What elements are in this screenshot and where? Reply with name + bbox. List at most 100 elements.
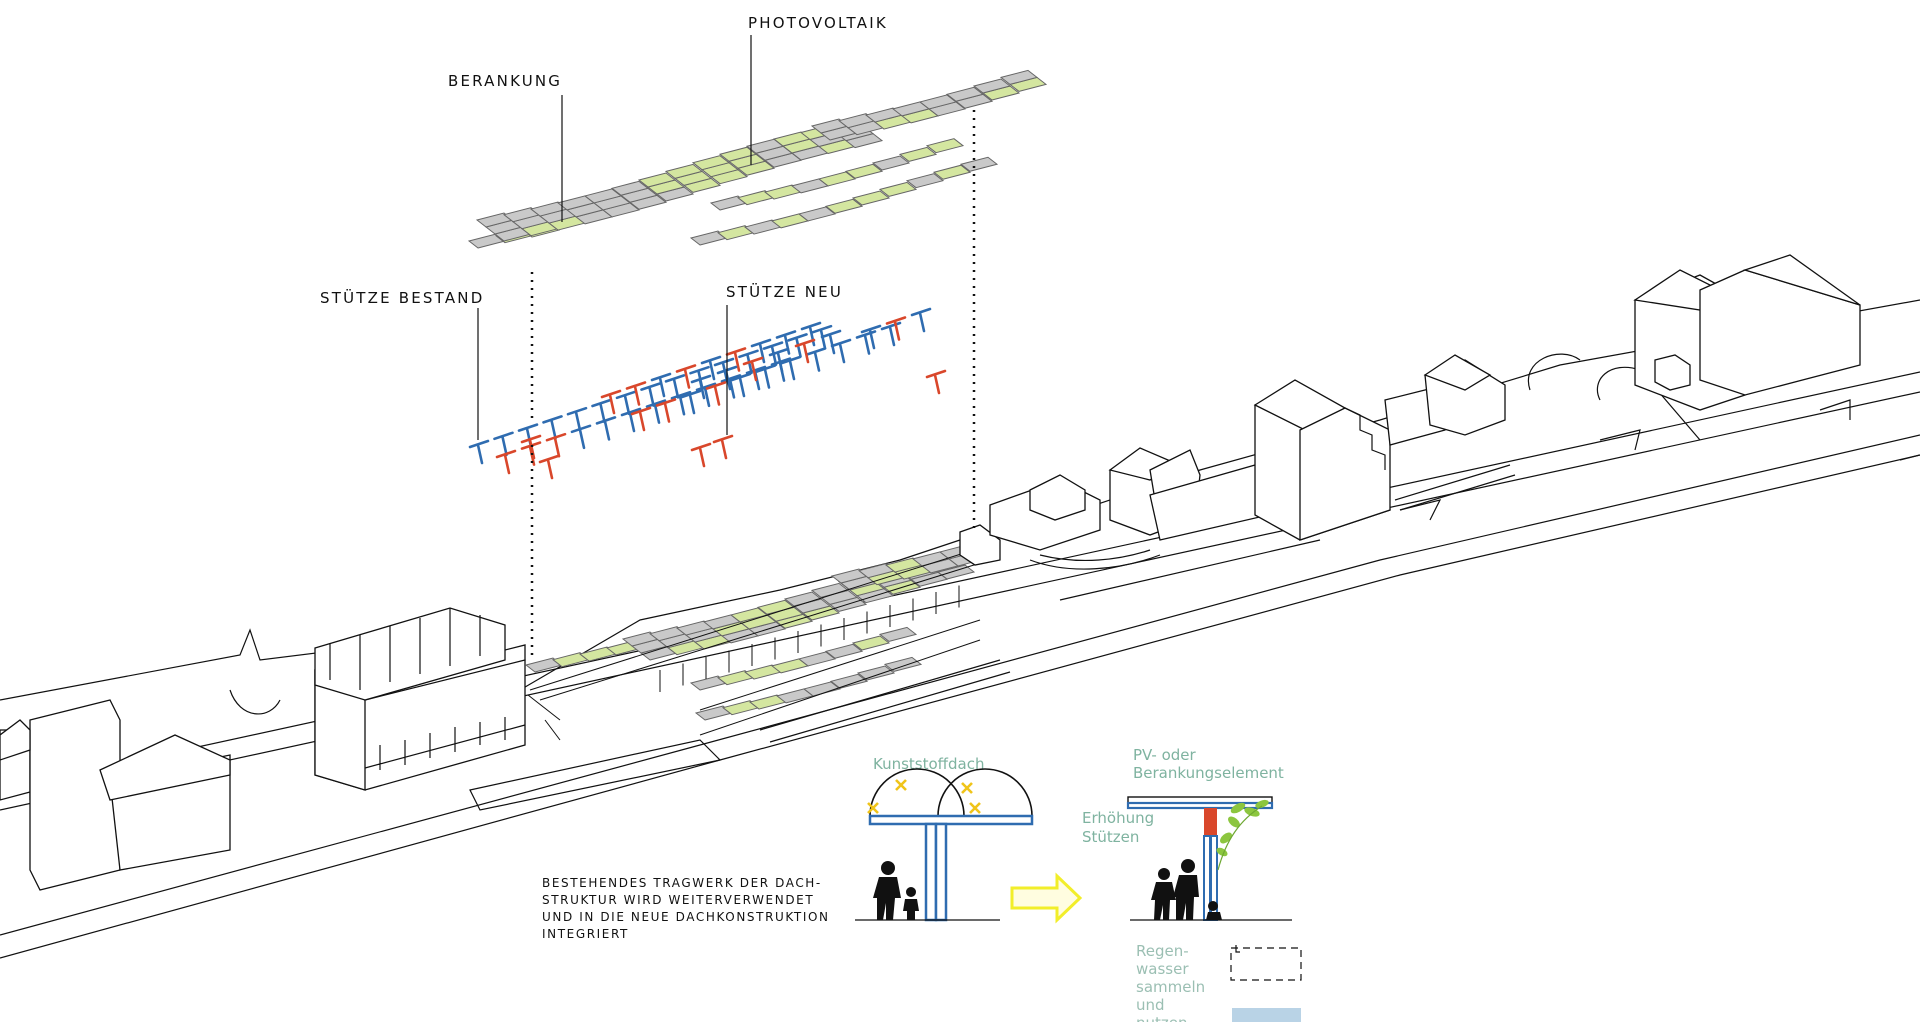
roof-panel (675, 620, 715, 636)
roof-panel (864, 107, 904, 123)
column-existing (468, 439, 490, 465)
column-new (712, 434, 734, 460)
column-existing (811, 324, 833, 350)
column-existing (775, 330, 797, 355)
roof-panel (502, 207, 542, 223)
roof-panel (648, 626, 688, 642)
roof-panel (802, 681, 842, 697)
column-existing (800, 321, 822, 347)
column-existing (910, 307, 932, 333)
column-new (690, 442, 712, 468)
roof-panel (856, 665, 896, 681)
roof-panel (925, 138, 965, 154)
column-new (545, 432, 567, 458)
roof-panel (883, 656, 923, 672)
column-existing (762, 341, 784, 366)
note-line-3: UND IN DIE NEUE DACHKONSTRUKTION (542, 910, 830, 924)
roof-panel (743, 219, 783, 235)
column-existing (650, 372, 672, 398)
column-existing (690, 374, 712, 400)
column-existing (620, 407, 642, 433)
dotted-projection-lines (530, 110, 976, 658)
roof-edge-line (539, 559, 991, 701)
roof-panel (694, 705, 734, 721)
column-new (600, 389, 622, 415)
rain-line-4: und (1136, 996, 1165, 1014)
roof-panel (583, 188, 623, 204)
column-existing (860, 324, 882, 350)
roof-panels-exploded (467, 69, 1048, 249)
roof-panel (905, 173, 945, 189)
column-existing (670, 390, 692, 416)
column-existing (780, 355, 802, 381)
column-existing (720, 374, 742, 399)
column-existing (680, 389, 702, 415)
label-kunststoffdach: Kunststoffdach (873, 755, 984, 773)
roof-panel (716, 670, 756, 686)
note-line-2: STRUKTUR WIRD WEITERVERWENDET (542, 893, 814, 907)
column-existing (768, 347, 790, 373)
column-new (885, 316, 907, 341)
roof-panel (851, 635, 891, 651)
column-new (655, 398, 677, 423)
roof-panels-installed (524, 544, 991, 741)
roof-panel (959, 156, 999, 172)
column-existing (755, 364, 777, 389)
rainwater-text: Regen- wasser sammeln und nutzen (1136, 942, 1205, 1022)
column-new (520, 434, 542, 460)
column-new (538, 454, 560, 480)
roof-panel (691, 155, 731, 171)
column-new (495, 449, 517, 475)
column-existing (805, 347, 827, 372)
label-photovoltaik: PHOTOVOLTAIK (748, 14, 888, 32)
rainwater-tank-icon (1230, 945, 1302, 1022)
roof-panel (716, 225, 756, 241)
roof-panel (709, 195, 749, 211)
remove-marker-icons (867, 779, 981, 814)
roof-panel (824, 198, 864, 214)
leader-lines (477, 35, 752, 440)
roof-panel (551, 652, 591, 668)
note-line-4: INTEGRIERT (542, 927, 629, 941)
roof-panel (797, 206, 837, 222)
roof-panel (475, 212, 515, 228)
roof-panel (610, 180, 650, 196)
roof-panel (878, 626, 918, 642)
roof-panel (829, 673, 869, 689)
label-stuetze-bestand: STÜTZE BESTAND (320, 288, 484, 307)
column-existing (615, 390, 637, 416)
roof-panel (844, 163, 884, 179)
label-erhoehung: Erhöhung (1082, 809, 1154, 827)
note-line-1: BESTEHENDES TRAGWERK DER DACH- (542, 876, 822, 890)
roof-panel (857, 563, 897, 579)
detail-existing-structure: Kunststoffdach (855, 755, 1034, 922)
column-existing (855, 330, 877, 355)
column-new (925, 369, 947, 395)
roof-panel (763, 184, 803, 200)
column-existing (645, 399, 667, 424)
column-new (794, 338, 816, 364)
roof-panel (718, 146, 758, 162)
station-building (314, 607, 526, 791)
column-existing (830, 338, 852, 364)
roof-panel (689, 675, 729, 691)
column-new (630, 406, 652, 432)
roof-panel (637, 172, 677, 188)
column-existing (542, 415, 563, 440)
roof-panel (824, 643, 864, 659)
rain-line-3: sammeln (1136, 978, 1205, 996)
family-pictogram-icon (873, 861, 919, 920)
roof-edge-line (699, 639, 981, 736)
right-buildings (959, 254, 1861, 570)
column-existing (750, 338, 772, 364)
roof-panel (578, 646, 618, 662)
label-berankungselement: Berankungselement (1133, 764, 1284, 782)
climbing-plant-icon (1216, 799, 1269, 871)
column-new (625, 381, 647, 406)
roof-panel (878, 181, 918, 197)
roof-panel (851, 190, 891, 206)
roof-panel (743, 664, 783, 680)
column-new (675, 364, 697, 389)
label-pv-oder: PV- oder (1133, 746, 1197, 764)
rain-line-2: wasser (1136, 960, 1189, 978)
